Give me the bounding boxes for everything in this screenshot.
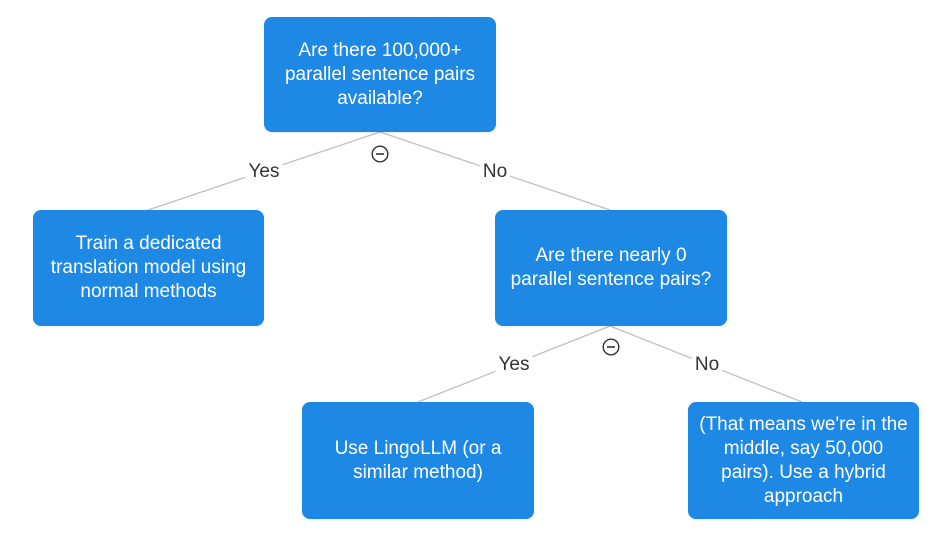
edge-label-q2-no: No (691, 354, 723, 376)
outcome-node-train-dedicated[interactable]: Train a dedicated translation model usin… (33, 210, 264, 326)
edge-label-root-yes: Yes (245, 161, 283, 183)
decision-node-nearly-zero-pairs-text: Are there nearly 0 parallel sentence pai… (510, 245, 712, 290)
outcome-node-hybrid[interactable]: (That means we're in the middle, say 50,… (688, 402, 919, 519)
edge-label-root-no: No (479, 161, 511, 183)
outcome-node-train-dedicated-text: Train a dedicated translation model usin… (50, 233, 247, 302)
edge-label-q2-yes: Yes (495, 354, 533, 376)
outcome-node-lingollm[interactable]: Use LingoLLM (or a similar method) (302, 402, 534, 519)
decision-node-100k-pairs[interactable]: Are there 100,000+ parallel sentence pai… (264, 17, 496, 132)
decision-node-100k-pairs-text: Are there 100,000+ parallel sentence pai… (284, 39, 476, 109)
collapse-minus-icon[interactable] (602, 338, 620, 356)
outcome-node-hybrid-text: (That means we're in the middle, say 50,… (699, 413, 908, 507)
collapse-minus-icon[interactable] (371, 145, 389, 163)
decision-node-nearly-zero-pairs[interactable]: Are there nearly 0 parallel sentence pai… (495, 210, 727, 326)
outcome-node-lingollm-text: Use LingoLLM (or a similar method) (334, 437, 502, 483)
